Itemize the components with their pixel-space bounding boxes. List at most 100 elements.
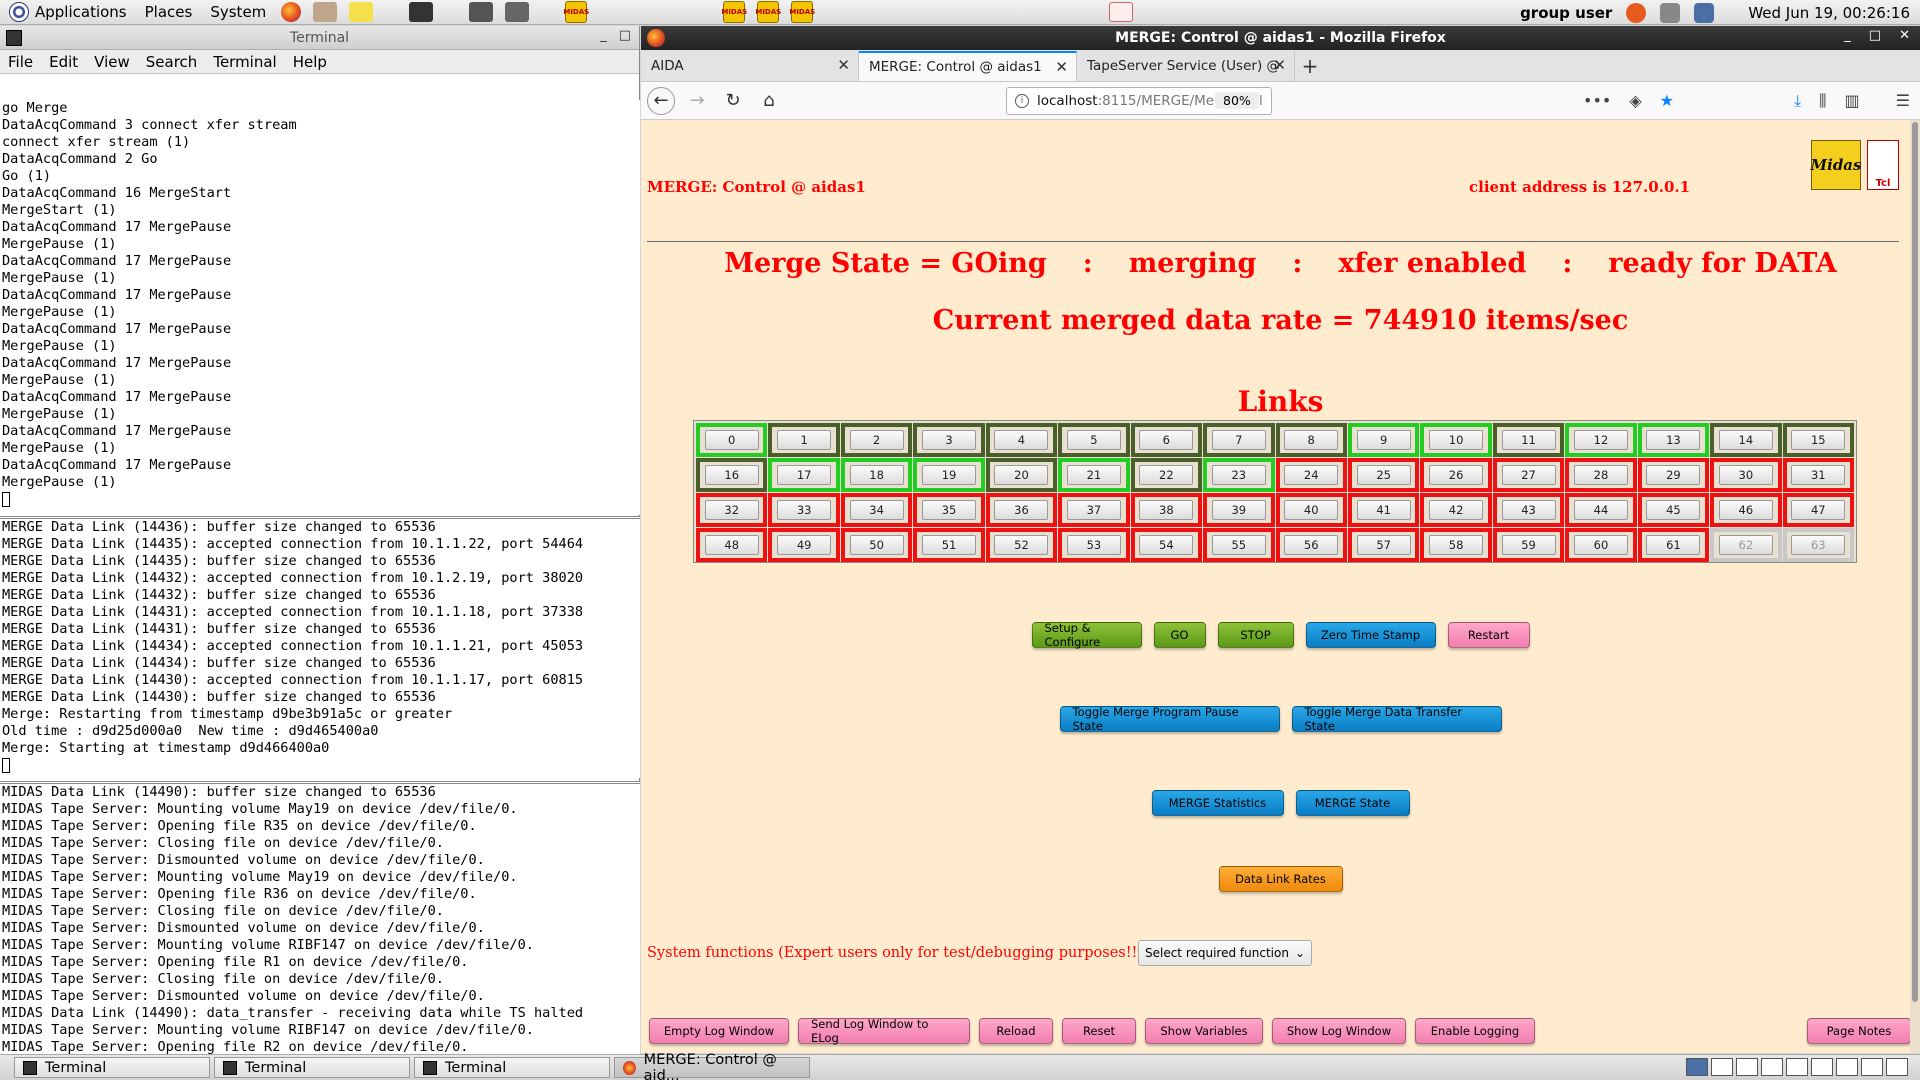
calculator-launcher-icon[interactable] bbox=[469, 2, 494, 22]
applications-menu[interactable]: Applications bbox=[0, 2, 136, 22]
link-button-7[interactable]: 7 bbox=[1211, 430, 1266, 450]
workspace-4[interactable] bbox=[1761, 1058, 1783, 1076]
empty-log-button[interactable]: Empty Log Window bbox=[649, 1018, 789, 1044]
link-button-19[interactable]: 19 bbox=[922, 465, 977, 485]
workspace-3[interactable] bbox=[1736, 1058, 1758, 1076]
menu-terminal[interactable]: Terminal bbox=[213, 52, 277, 71]
show-log-window-button[interactable]: Show Log Window bbox=[1272, 1018, 1406, 1044]
link-button-17[interactable]: 17 bbox=[777, 465, 832, 485]
link-button-23[interactable]: 23 bbox=[1211, 465, 1266, 485]
sidebar-icon[interactable]: ▥ bbox=[1844, 91, 1860, 110]
toggle-xfer-button[interactable]: Toggle Merge Data Transfer State bbox=[1291, 705, 1502, 733]
link-button-44[interactable]: 44 bbox=[1573, 500, 1628, 520]
link-button-49[interactable]: 49 bbox=[777, 535, 832, 555]
link-button-45[interactable]: 45 bbox=[1646, 500, 1701, 520]
places-menu[interactable]: Places bbox=[136, 3, 202, 21]
link-button-56[interactable]: 56 bbox=[1284, 535, 1339, 555]
link-button-30[interactable]: 30 bbox=[1718, 465, 1773, 485]
link-button-25[interactable]: 25 bbox=[1356, 465, 1411, 485]
close-icon[interactable]: ✕ bbox=[1899, 28, 1910, 43]
close-tab-icon[interactable]: ✕ bbox=[837, 56, 850, 74]
stop-button[interactable]: STOP bbox=[1217, 622, 1294, 648]
link-button-48[interactable]: 48 bbox=[704, 535, 759, 555]
zoom-level[interactable]: 80% bbox=[1215, 91, 1259, 109]
link-button-39[interactable]: 39 bbox=[1211, 500, 1266, 520]
reload-icon[interactable]: ↻ bbox=[725, 90, 741, 111]
link-button-32[interactable]: 32 bbox=[704, 500, 759, 520]
link-button-5[interactable]: 5 bbox=[1066, 430, 1121, 450]
go-button[interactable]: GO bbox=[1153, 622, 1206, 648]
link-button-53[interactable]: 53 bbox=[1066, 535, 1121, 555]
menu-file[interactable]: File bbox=[8, 52, 34, 71]
link-button-41[interactable]: 41 bbox=[1356, 500, 1411, 520]
user-name[interactable]: group user bbox=[1520, 3, 1613, 22]
link-button-1[interactable]: 1 bbox=[777, 430, 832, 450]
reload-button[interactable]: Reload bbox=[979, 1018, 1053, 1044]
minimize-icon[interactable]: _ bbox=[1844, 28, 1851, 43]
pocket-icon[interactable]: ◈ bbox=[1629, 91, 1642, 110]
show-variables-button[interactable]: Show Variables bbox=[1145, 1018, 1263, 1044]
screenshot-launcher-icon[interactable] bbox=[505, 2, 530, 22]
firefox-titlebar[interactable]: MERGE: Control @ aidas1 - Mozilla Firefo… bbox=[641, 26, 1920, 50]
network-icon[interactable] bbox=[1694, 2, 1715, 23]
workspace-1[interactable] bbox=[1686, 1058, 1708, 1076]
system-function-select[interactable]: Select required function ⌄ bbox=[1138, 940, 1312, 966]
back-icon[interactable]: ← bbox=[647, 86, 675, 115]
menu-help[interactable]: Help bbox=[292, 52, 327, 71]
link-button-20[interactable]: 20 bbox=[994, 465, 1049, 485]
tab-aida[interactable]: AIDA ✕ bbox=[641, 51, 859, 81]
link-button-54[interactable]: 54 bbox=[1139, 535, 1194, 555]
new-tab-button[interactable]: + bbox=[1301, 54, 1319, 78]
terminal-launcher-icon[interactable] bbox=[409, 2, 434, 22]
workspace-7[interactable] bbox=[1836, 1058, 1858, 1076]
maximize-icon[interactable]: □ bbox=[618, 28, 631, 43]
url-bar[interactable]: i localhost:8115/MERGE/Merge.tml 80% bbox=[1006, 86, 1272, 115]
menu-view[interactable]: View bbox=[94, 52, 130, 71]
link-button-8[interactable]: 8 bbox=[1284, 430, 1339, 450]
workspace-9[interactable] bbox=[1886, 1058, 1908, 1076]
link-button-12[interactable]: 12 bbox=[1573, 430, 1628, 450]
bookmark-star-icon[interactable]: ★ bbox=[1659, 91, 1674, 110]
send-log-elog-button[interactable]: Send Log Window to ELog bbox=[798, 1017, 970, 1045]
midas-launcher-icon[interactable]: MIDAS bbox=[789, 1, 815, 23]
link-button-11[interactable]: 11 bbox=[1501, 430, 1556, 450]
link-button-9[interactable]: 9 bbox=[1356, 430, 1411, 450]
workspace-5[interactable] bbox=[1786, 1058, 1808, 1076]
maximize-icon[interactable]: □ bbox=[1868, 28, 1882, 43]
link-button-46[interactable]: 46 bbox=[1718, 500, 1773, 520]
link-button-47[interactable]: 47 bbox=[1791, 500, 1846, 520]
gosort-launcher-icon[interactable] bbox=[1109, 2, 1134, 22]
link-button-10[interactable]: 10 bbox=[1429, 430, 1484, 450]
link-button-38[interactable]: 38 bbox=[1139, 500, 1194, 520]
link-button-24[interactable]: 24 bbox=[1284, 465, 1339, 485]
taskbar-firefox[interactable]: MERGE: Control @ aid... bbox=[614, 1052, 810, 1080]
link-button-27[interactable]: 27 bbox=[1501, 465, 1556, 485]
setup-configure-button[interactable]: Setup & Configure bbox=[1031, 621, 1142, 649]
link-button-62[interactable]: 62 bbox=[1718, 535, 1773, 555]
link-button-40[interactable]: 40 bbox=[1284, 500, 1339, 520]
terminal-pane-tape-log[interactable]: MIDAS Data Link (14490): buffer size cha… bbox=[0, 781, 640, 1078]
firefox-icon[interactable] bbox=[647, 29, 665, 47]
link-button-42[interactable]: 42 bbox=[1429, 500, 1484, 520]
link-button-2[interactable]: 2 bbox=[849, 430, 904, 450]
link-button-58[interactable]: 58 bbox=[1429, 535, 1484, 555]
link-button-36[interactable]: 36 bbox=[994, 500, 1049, 520]
link-button-37[interactable]: 37 bbox=[1066, 500, 1121, 520]
link-button-55[interactable]: 55 bbox=[1211, 535, 1266, 555]
link-button-29[interactable]: 29 bbox=[1646, 465, 1701, 485]
data-link-rates-button[interactable]: Data Link Rates bbox=[1218, 866, 1343, 892]
enable-logging-button[interactable]: Enable Logging bbox=[1415, 1018, 1535, 1044]
link-button-0[interactable]: 0 bbox=[704, 430, 759, 450]
link-button-13[interactable]: 13 bbox=[1646, 430, 1701, 450]
link-button-4[interactable]: 4 bbox=[994, 430, 1049, 450]
link-button-6[interactable]: 6 bbox=[1139, 430, 1194, 450]
link-button-34[interactable]: 34 bbox=[849, 500, 904, 520]
link-button-31[interactable]: 31 bbox=[1791, 465, 1846, 485]
link-button-18[interactable]: 18 bbox=[849, 465, 904, 485]
terminal-pane-merge-log[interactable]: MERGE Data Link (14436): buffer size cha… bbox=[0, 516, 640, 778]
home-icon[interactable]: ⌂ bbox=[763, 90, 775, 111]
tab-merge-control[interactable]: MERGE: Control @ aidas1 ✕ bbox=[859, 51, 1077, 81]
zero-time-stamp-button[interactable]: Zero Time Stamp bbox=[1305, 622, 1436, 648]
link-button-61[interactable]: 61 bbox=[1646, 535, 1701, 555]
merge-statistics-button[interactable]: MERGE Statistics bbox=[1151, 790, 1284, 816]
